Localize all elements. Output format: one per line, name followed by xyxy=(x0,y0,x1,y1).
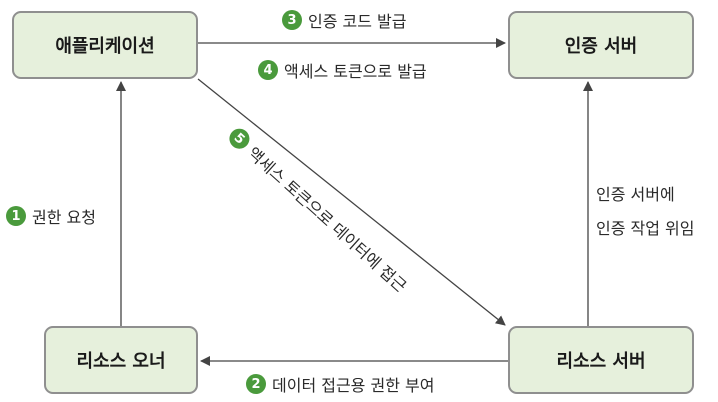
resource-owner-node-label: 리소스 오너 xyxy=(76,351,166,372)
edge-label-4-text: 액세스 토큰으로 발급 xyxy=(284,62,427,81)
app-node: 애플리케이션 xyxy=(12,11,198,79)
edge-label-4: 4 액세스 토큰으로 발급 xyxy=(258,58,427,82)
auth-server-node-label: 인증 서버 xyxy=(564,36,638,57)
step-badge-3: 3 xyxy=(282,10,302,30)
edge-label-delegation: 인증 서버에 인증 작업 위임 xyxy=(596,178,695,246)
step-badge-1: 1 xyxy=(6,206,26,226)
edge-label-2-text: 데이터 접근용 권한 부여 xyxy=(272,376,435,395)
edge-label-delegation-line2: 인증 작업 위임 xyxy=(596,219,695,238)
auth-server-node: 인증 서버 xyxy=(508,11,694,79)
step-badge-2: 2 xyxy=(246,374,266,394)
resource-owner-node: 리소스 오너 xyxy=(44,326,198,394)
edge-label-1: 1 권한 요청 xyxy=(6,204,96,228)
edge-label-3-text: 인증 코드 발급 xyxy=(308,12,407,31)
edge-label-3: 3 인증 코드 발급 xyxy=(282,8,407,32)
arrow-app-to-resource xyxy=(197,78,506,326)
step-badge-4: 4 xyxy=(258,60,278,80)
resource-server-node-label: 리소스 서버 xyxy=(556,351,646,372)
resource-server-node: 리소스 서버 xyxy=(508,326,694,394)
app-node-label: 애플리케이션 xyxy=(55,36,155,57)
edge-label-2: 2 데이터 접근용 권한 부여 xyxy=(246,372,434,396)
edge-label-1-text: 권한 요청 xyxy=(32,208,96,227)
edge-label-delegation-line1: 인증 서버에 xyxy=(596,185,675,204)
